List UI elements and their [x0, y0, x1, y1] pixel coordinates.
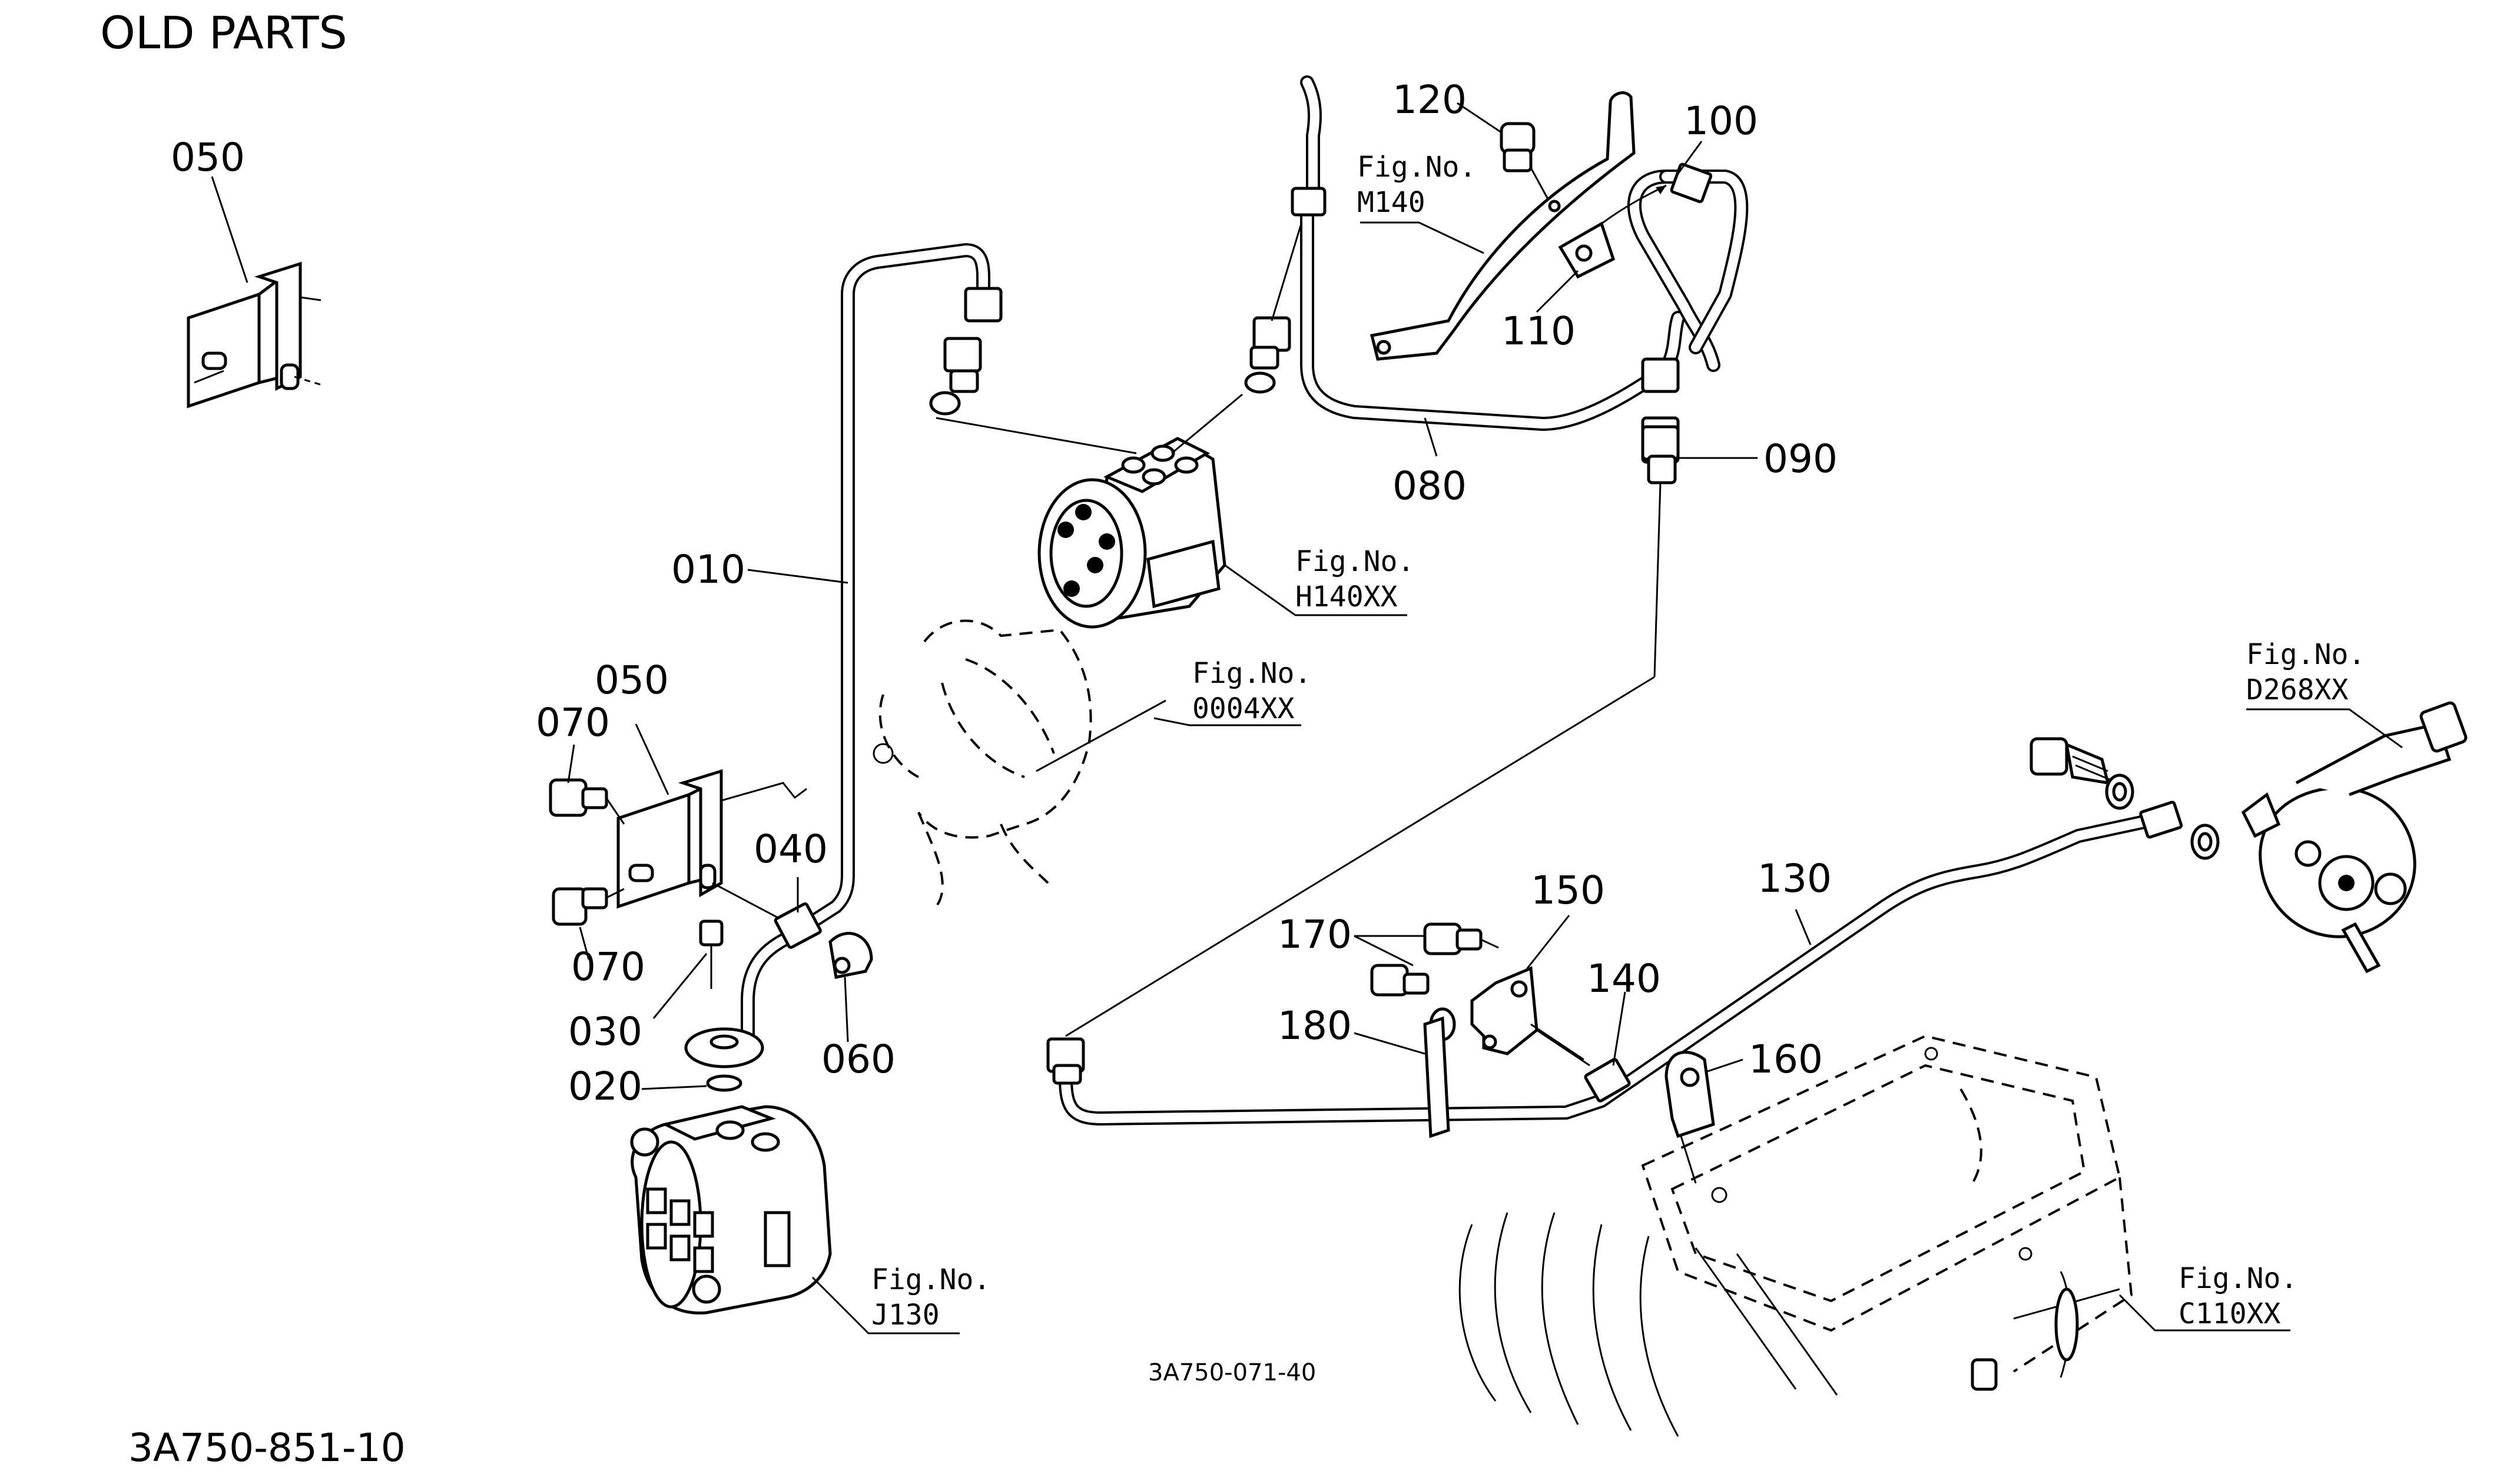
control-valve-icon — [2241, 701, 2468, 974]
fig-code-m140: M140 — [1357, 186, 1425, 219]
leader-070-a — [567, 744, 575, 784]
part-number-110: 110 — [1501, 308, 1576, 354]
fig-code-0004: 0004XX — [1192, 692, 1294, 725]
fig-label-0004: Fig.No. — [1192, 657, 1311, 690]
part-number-150: 150 — [1531, 868, 1605, 913]
fitting-090 — [1641, 425, 1680, 484]
fig-code-d268: D268XX — [2246, 673, 2348, 706]
part-number-170: 170 — [1278, 912, 1352, 957]
elbow-pipe-030 — [684, 902, 822, 1092]
leader-010 — [747, 569, 848, 584]
plate-180 — [1423, 1016, 1450, 1138]
clamp-140 — [1584, 1058, 1631, 1103]
adapter-fittings — [2030, 737, 2220, 860]
part-number-070-b: 070 — [571, 944, 645, 990]
bolt-070-b — [552, 887, 625, 926]
bolt-070-a — [549, 778, 625, 825]
pipe-100 — [1627, 162, 1749, 464]
leader-110 — [1536, 270, 1579, 313]
leader-180 — [1354, 1032, 1425, 1055]
leader-valve-right — [1171, 393, 1243, 454]
leader-030 — [652, 953, 708, 1019]
transmission-case-icon — [873, 619, 1166, 908]
part-number-060: 060 — [821, 1037, 896, 1082]
fig-label-j130: Fig.No. — [871, 1263, 990, 1296]
leader-h140 — [1224, 564, 1407, 616]
leader-170-b — [1354, 935, 1414, 967]
part-number-100: 100 — [1684, 98, 1758, 144]
part-number-010: 010 — [671, 547, 745, 592]
leader-m140 — [1360, 221, 1484, 254]
part-number-030: 030 — [568, 1009, 642, 1054]
leader-c110 — [2118, 1294, 2290, 1332]
leader-pipe-fitting — [1271, 223, 1302, 321]
bracket-050-top — [187, 261, 324, 409]
pipe-130 — [1046, 801, 2183, 1126]
leader-150 — [1524, 915, 1570, 972]
fig-label-d268: Fig.No. — [2246, 638, 2365, 671]
leader-140 — [1612, 991, 1626, 1066]
leader-020 — [641, 1085, 707, 1090]
part-number-040: 040 — [754, 826, 828, 872]
pipe-010 — [788, 243, 1003, 940]
part-number-090: 090 — [1763, 436, 1838, 482]
bracket-150 — [1470, 966, 1590, 1067]
leader-valve-left — [936, 417, 1137, 454]
leader-060 — [844, 977, 849, 1043]
hydraulic-pump-icon — [630, 1105, 832, 1314]
leader-130 — [1795, 909, 1812, 945]
leader-d268 — [2246, 708, 2403, 749]
part-number-020: 020 — [568, 1064, 642, 1109]
leader-0004 — [1153, 717, 1301, 726]
part-number-140: 140 — [1587, 956, 1661, 1001]
fig-code-h140: H140XX — [1295, 580, 1397, 613]
connection-line-090 — [1653, 482, 1662, 678]
fig-label-m140: Fig.No. — [1357, 151, 1476, 184]
fig-code-j130: J130 — [871, 1299, 940, 1332]
part-number-120: 120 — [1392, 77, 1467, 122]
fig-label-h140: Fig.No. — [1295, 545, 1414, 578]
connection-line-130 — [1065, 676, 1655, 1037]
part-number-080: 080 — [1392, 463, 1467, 509]
sub-drawing-code: 3A750-071-40 — [1148, 1359, 1316, 1386]
part-number-160: 160 — [1749, 1037, 1823, 1082]
part-number-070-a: 070 — [536, 700, 610, 745]
leader-050-top — [211, 176, 248, 283]
leader-100 — [1677, 141, 1703, 174]
bolt-170-a — [1423, 922, 1499, 955]
drawing-code: 3A750-851-10 — [128, 1425, 406, 1470]
leader-080 — [1424, 417, 1438, 457]
page-title: OLD PARTS — [100, 6, 347, 59]
part-number-180: 180 — [1278, 1003, 1352, 1048]
leader-070-b — [579, 927, 590, 960]
bracket-m140 — [1370, 91, 1636, 361]
leader-160 — [1707, 1058, 1743, 1073]
leader-j130 — [811, 1276, 960, 1334]
part-number-050-top: 050 — [171, 135, 245, 180]
bolt-120 — [1500, 122, 1550, 201]
gearbox-icon — [1458, 1034, 2133, 1437]
fig-label-c110: Fig.No. — [2179, 1262, 2297, 1295]
clip-110 — [1558, 184, 1667, 279]
clip-160 — [1664, 1051, 1715, 1184]
leader-120 — [1457, 102, 1502, 134]
clip-060 — [828, 932, 873, 979]
steering-valve-icon — [1037, 437, 1226, 629]
leader-050 — [635, 723, 669, 795]
fig-code-c110: C110XX — [2179, 1297, 2280, 1330]
part-number-130: 130 — [1758, 856, 1832, 901]
part-number-050: 050 — [595, 658, 669, 703]
